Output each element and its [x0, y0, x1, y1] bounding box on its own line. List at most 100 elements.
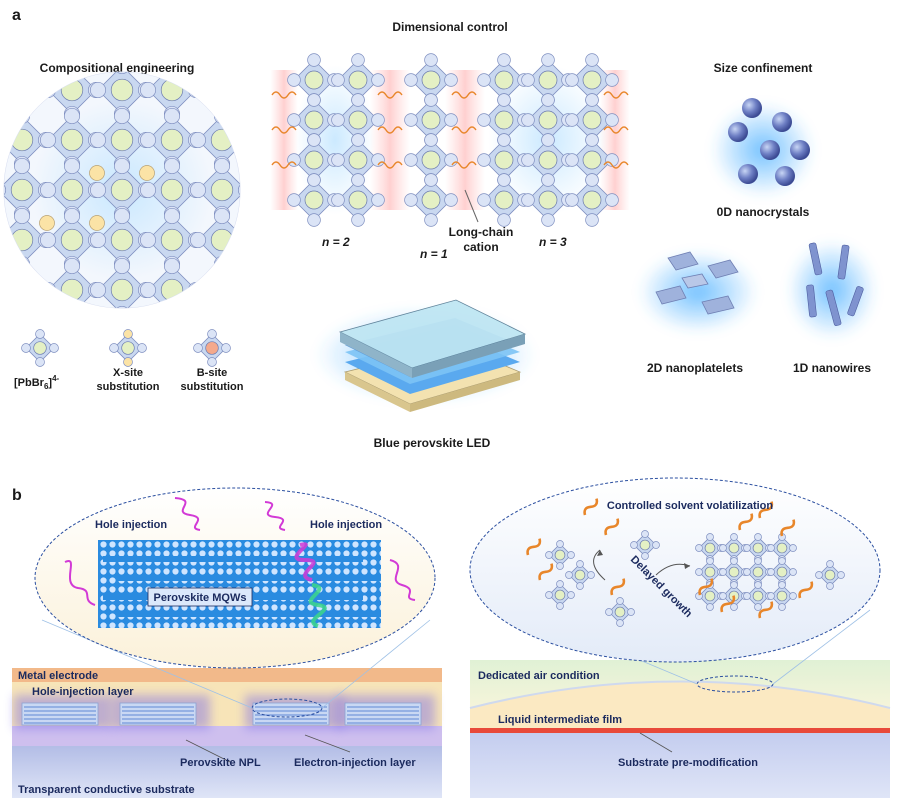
halide-atom: [237, 131, 240, 149]
solvent-wave: [738, 513, 754, 531]
octahedron-unit: [213, 307, 253, 347]
halide-atom: [39, 231, 57, 249]
cation-wave: [603, 161, 629, 169]
halide-atom: [287, 193, 301, 207]
halide-atom: [351, 213, 365, 227]
halide-atom: [754, 581, 762, 589]
npl-pointer-line: [185, 739, 231, 763]
halide-atom: [213, 307, 231, 308]
metal-atom: [10, 128, 34, 152]
halide-atom: [187, 81, 205, 99]
metal-atom: [538, 190, 558, 210]
solvent-wave: [798, 581, 814, 599]
metal-atom: [538, 110, 558, 130]
halide-atom: [288, 232, 303, 247]
metal-atom: [582, 110, 602, 130]
cation-pointer-line: [464, 189, 479, 223]
halide-atom: [4, 281, 7, 299]
npl-body: [119, 702, 197, 726]
nanocrystal-sphere: [760, 140, 780, 160]
halide-atom: [4, 181, 7, 199]
halide-atom: [238, 332, 253, 347]
halide-atom: [287, 113, 301, 127]
metal-atom: [494, 70, 514, 90]
premodification-layer: [470, 728, 890, 733]
metal-atom: [10, 278, 34, 302]
octahedron-unit: [193, 329, 231, 367]
halide-atom: [351, 173, 365, 187]
halide-atom: [605, 73, 619, 87]
zoom-line: [772, 609, 871, 685]
left-zoom-view: [34, 487, 436, 669]
octahedron-unit: [404, 173, 458, 227]
n3-label: n = 3: [539, 235, 567, 249]
nanocrystal-sphere: [728, 122, 748, 142]
halide-atom: [424, 173, 438, 187]
air-label: Dedicated air condition: [478, 670, 600, 682]
halide-atom: [89, 81, 107, 99]
halide-atom: [730, 557, 738, 565]
halide-atom: [123, 329, 133, 339]
organic-band: [370, 70, 410, 210]
halide-atom: [213, 72, 231, 75]
cation-wave: [271, 161, 297, 169]
halide-atom: [193, 343, 203, 353]
solvent-wave: [758, 501, 774, 519]
right-zoom-view: [469, 477, 881, 663]
halide-atom: [351, 53, 365, 67]
octahedron-unit: [605, 597, 635, 627]
metal-atom: [210, 228, 234, 252]
npl-body: [344, 702, 422, 726]
nanocrystal-sphere: [742, 98, 762, 118]
halide-atom: [556, 580, 564, 588]
halide-atom: [719, 592, 727, 600]
arrow-left: [593, 549, 606, 581]
b-site-unit-icon: [193, 329, 231, 367]
halide-atom: [576, 582, 584, 590]
halide-atom: [13, 107, 31, 125]
metal-atom: [60, 78, 84, 102]
metal-atom: [121, 341, 135, 355]
octahedron-body: [248, 266, 296, 314]
octahedron-unit: [239, 258, 296, 314]
metal-atom: [304, 190, 324, 210]
halide-atom: [288, 332, 303, 347]
metal-atom: [728, 566, 740, 578]
halide-atom: [541, 133, 555, 147]
cation-wave: [271, 91, 297, 99]
halide-atom: [641, 530, 649, 538]
halide-atom: [371, 193, 385, 207]
pbbr6-bracket: ]: [48, 377, 52, 389]
compositional-circle: [3, 71, 303, 347]
metal-atom: [60, 278, 84, 302]
halide-atom: [63, 305, 81, 308]
halide-atom: [616, 619, 624, 627]
halide-atom: [213, 107, 231, 125]
halide-atom: [652, 541, 660, 549]
halide-atom: [826, 560, 834, 568]
halide-atom: [4, 81, 7, 99]
halide-atom: [351, 133, 365, 147]
halide-atom: [695, 544, 703, 552]
metal-label: Metal electrode: [18, 670, 98, 682]
halide-atom: [239, 81, 240, 99]
halide-atom: [754, 603, 762, 611]
solvent-wave: [698, 578, 714, 596]
hole-wave-icon: [174, 497, 201, 531]
halide-atom: [237, 181, 240, 199]
metal-atom: [494, 110, 514, 130]
npl-block: [344, 702, 422, 726]
halide-atom: [139, 231, 157, 249]
halide-atom: [4, 231, 7, 249]
pbbr6-label: [PbBr6]4-: [14, 374, 60, 391]
halide-atom: [189, 181, 207, 199]
halide-atom: [404, 193, 418, 207]
octahedron-unit: [331, 93, 385, 147]
halide-atom: [264, 258, 279, 273]
halide-atom: [163, 157, 181, 175]
halide-atom: [477, 193, 491, 207]
halide-atom: [163, 107, 181, 125]
halide-atom: [123, 357, 133, 367]
halide-atom: [307, 173, 321, 187]
cation-wave: [451, 91, 477, 99]
